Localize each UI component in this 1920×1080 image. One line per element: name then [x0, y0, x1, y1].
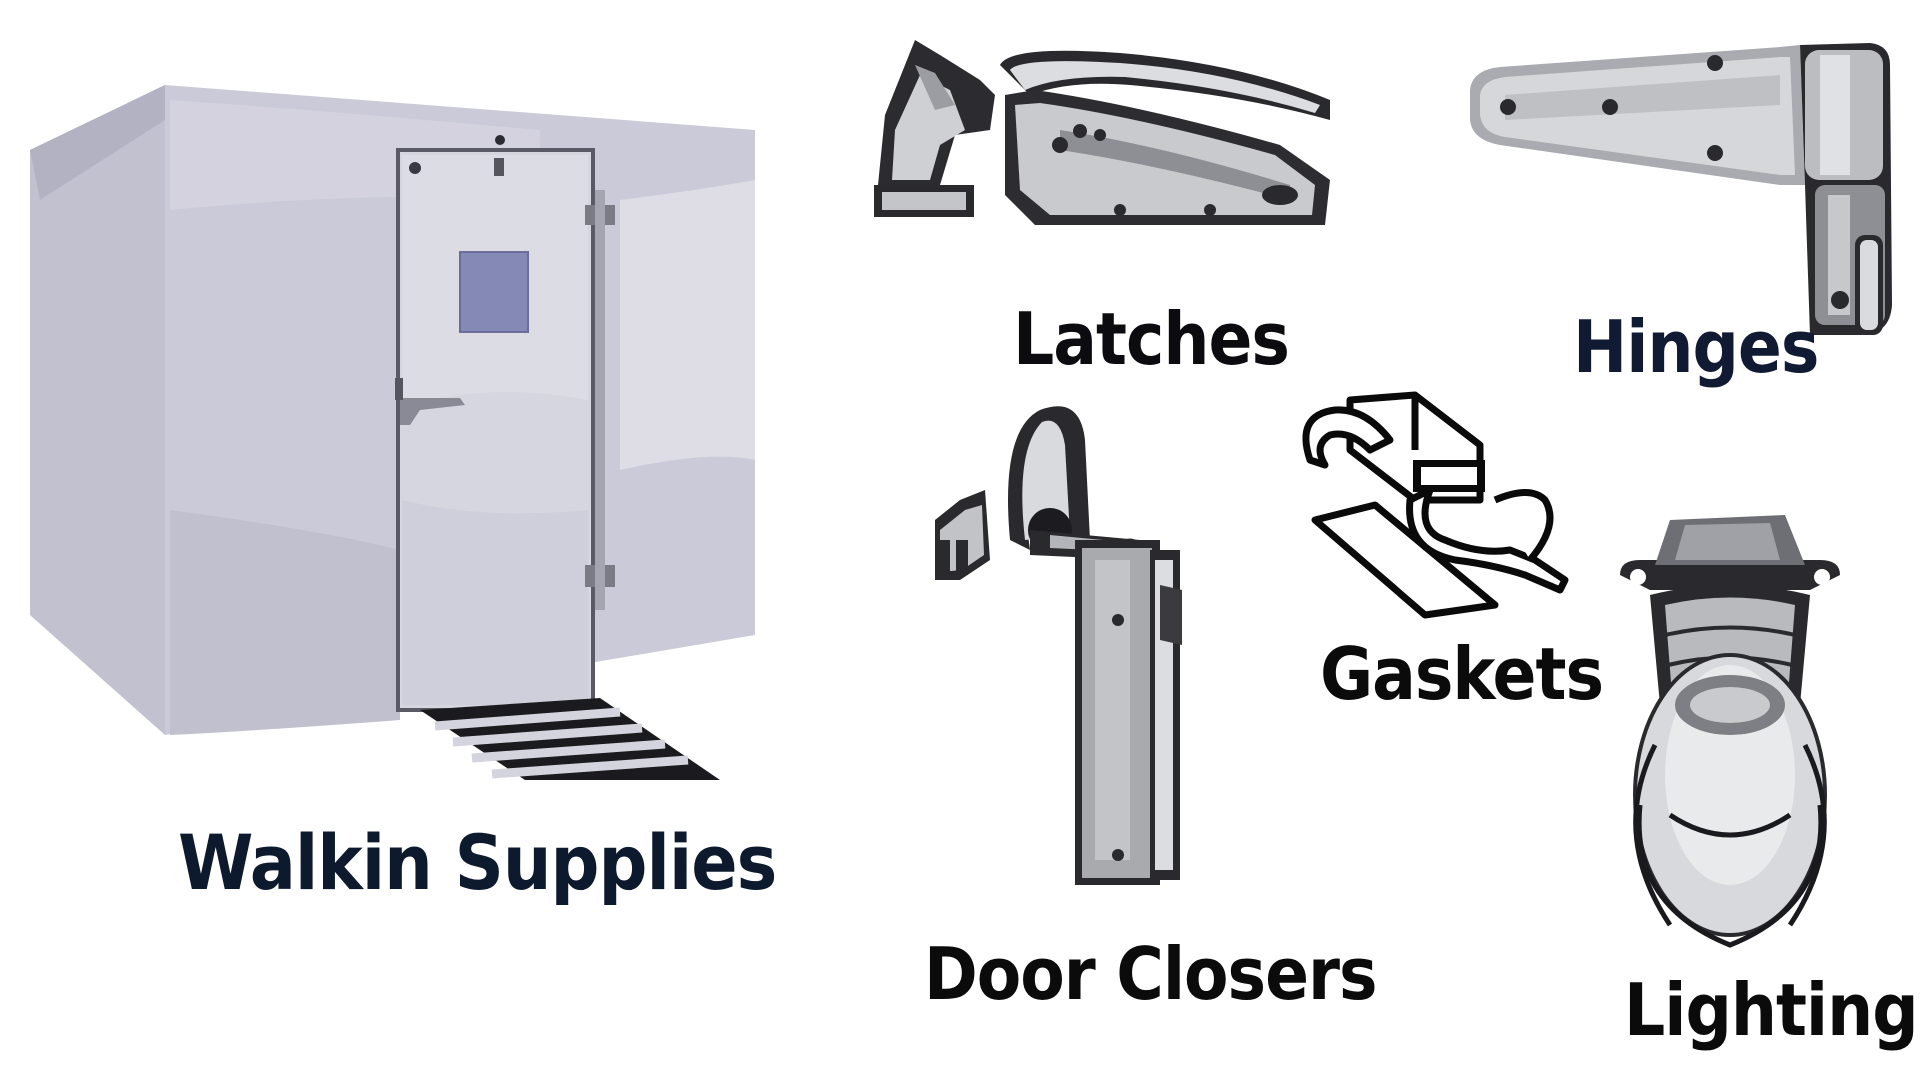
walkin-cooler-icon — [30, 85, 755, 780]
latch-icon — [874, 40, 1330, 225]
gaskets-label: Gaskets — [1320, 632, 1604, 716]
lighting-label: Lighting — [1624, 968, 1919, 1052]
light-fixture-icon — [1620, 515, 1840, 948]
hinges-label: Hinges — [1573, 305, 1819, 389]
gasket-icon — [1302, 391, 1569, 619]
hinge-icon — [1470, 43, 1892, 335]
door-closer-icon — [935, 406, 1182, 885]
door-closers-label: Door Closers — [924, 932, 1378, 1016]
walkin-supplies-label: Walkin Supplies — [178, 818, 777, 907]
latches-label: Latches — [1013, 297, 1290, 381]
